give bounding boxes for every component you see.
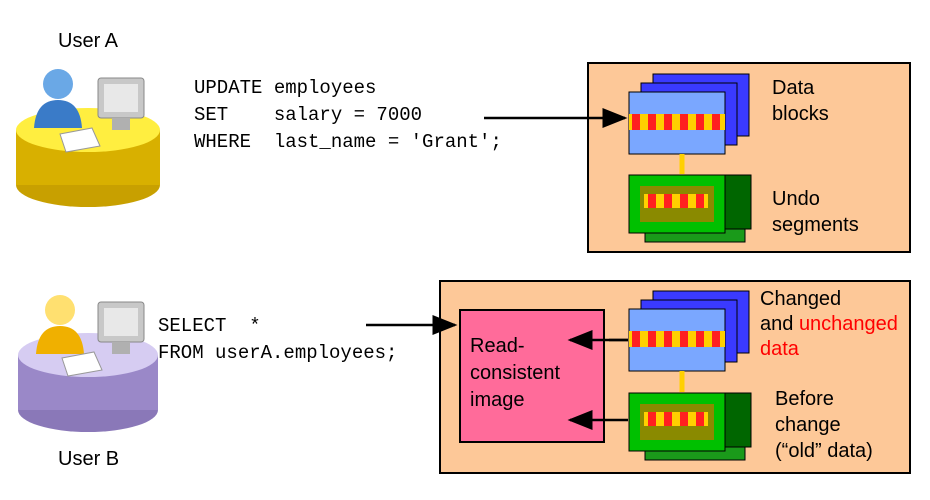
and-word: and (760, 313, 794, 335)
bottom-data-blocks-icon (628, 290, 750, 372)
read-consistent-line-1: Read- (470, 335, 525, 357)
data-label: data (760, 338, 799, 360)
select-sql-line-2: FROM userA.employees; (158, 342, 398, 364)
bottom-undo-segments-icon (628, 392, 752, 461)
before-change-line-2: change (775, 414, 841, 436)
before-change-line-3: (“old” data) (775, 440, 873, 462)
select-sql-line-1: SELECT * (158, 315, 261, 337)
user-b-icon (18, 295, 158, 432)
and-unchanged-label: and unchanged (760, 311, 898, 338)
top-data-blocks-icon (628, 73, 750, 155)
user-a-icon (16, 69, 160, 207)
data-blocks-label-line-2: blocks (772, 103, 829, 125)
update-sql-line-1: UPDATE employees (194, 77, 377, 99)
unchanged-word: unchanged (798, 313, 898, 335)
update-sql-line-2: SET salary = 7000 (194, 104, 423, 126)
undo-segments-label-line-1: Undo (772, 188, 820, 210)
user-b-label: User B (58, 448, 120, 470)
top-undo-segments-icon (628, 174, 752, 243)
data-blocks-label-line-1: Data (772, 77, 815, 99)
user-a-label: User A (58, 30, 119, 52)
undo-segments-label-line-2: segments (772, 214, 859, 236)
update-sql-line-3: WHERE last_name = 'Grant'; (194, 131, 502, 153)
before-change-line-1: Before (775, 388, 834, 410)
read-consistent-line-3: image (470, 389, 525, 411)
changed-label: Changed (760, 288, 842, 310)
read-consistent-line-2: consistent (470, 362, 561, 384)
